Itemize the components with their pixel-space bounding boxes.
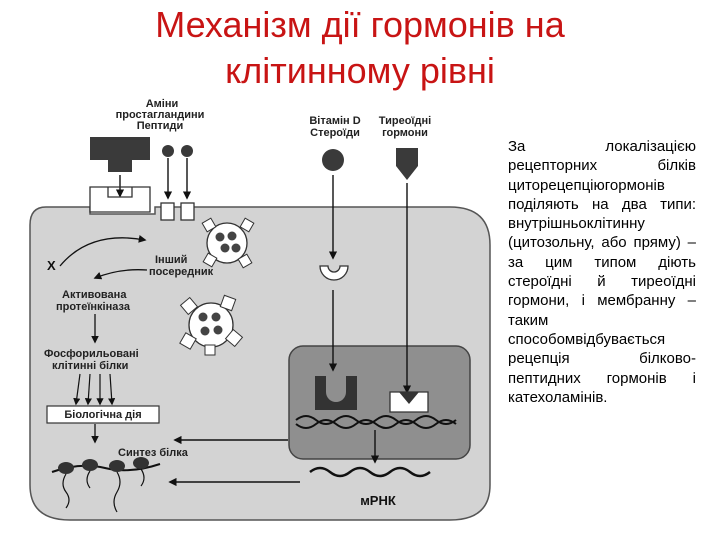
description-text: За локалізацією рецепторних білків цитор… (508, 138, 696, 406)
amine-hormone-circle (162, 145, 174, 157)
membrane-receptor (89, 186, 151, 213)
amine-receptor (160, 202, 175, 221)
amine-hormone-circle (181, 145, 193, 157)
label-amines: Аміни (146, 98, 179, 110)
bio-action-box (46, 405, 160, 424)
label-thyroid: Тиреоїдні (379, 115, 431, 127)
peptide-hormone-shape (90, 137, 150, 172)
title-line-1: Механізм дії гормонів на (155, 4, 565, 45)
dna-strand (295, 415, 457, 425)
thyroid-hormone-shape (396, 148, 418, 180)
label-activated: Активована (62, 289, 127, 301)
label-peptides: Пептиди (137, 120, 184, 132)
cytosolic-receptor (319, 265, 349, 281)
hormone-mechanism-diagram: Аміни простагландини Пептиди Вітамін D С… (29, 98, 491, 521)
label-steroids: Стероїди (310, 127, 360, 139)
label-mediator: посередник (149, 266, 214, 278)
label-mrna: мРНК (360, 493, 396, 508)
label-other-mediator: Інший (155, 254, 187, 266)
mrna-strand (309, 466, 431, 478)
receptor-complex-upper (201, 217, 255, 269)
label-protein-synthesis: Синтез білка (118, 447, 189, 459)
title-line-2: клітинному рівні (225, 50, 495, 91)
label-bio-action: Біологічна дія (64, 409, 141, 421)
slide-title: Механізм дії гормонів на клітинному рівн… (0, 2, 720, 94)
label-x: X (47, 258, 56, 273)
steroid-hormone-circle (322, 149, 344, 171)
receptor-complex-lower (179, 294, 244, 356)
label-thyroid-hormones: гормони (382, 127, 428, 139)
label-phosphorylated: Фосфорильовані (44, 348, 139, 360)
label-protein-kinase: протеїнкіназа (56, 301, 131, 313)
label-vitamin-d: Вітамін D (309, 115, 360, 127)
polysome (51, 457, 161, 513)
nucleus (288, 345, 471, 460)
label-prostaglandins: простагландини (116, 109, 205, 121)
label-cell-proteins: клітинні білки (52, 360, 128, 372)
amine-receptor (180, 202, 195, 221)
